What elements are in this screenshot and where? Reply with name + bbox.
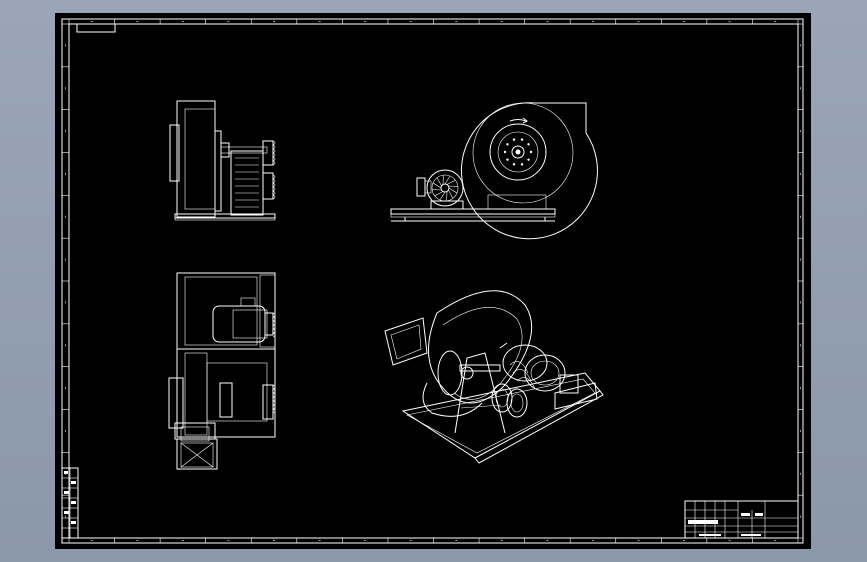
- front-view: [390, 102, 598, 240]
- zone-ticks: [62, 19, 803, 543]
- cad-drawing: [61, 18, 804, 544]
- corner-label-box: [76, 23, 116, 33]
- drawing-sheet: [55, 13, 811, 549]
- top-view: [168, 272, 276, 470]
- motor-fan-spokes: [432, 175, 458, 201]
- outer-border: [61, 18, 804, 544]
- revision-table: [61, 467, 79, 539]
- side-view: [169, 100, 276, 221]
- isometric-view: [384, 290, 604, 464]
- title-block: [684, 500, 799, 539]
